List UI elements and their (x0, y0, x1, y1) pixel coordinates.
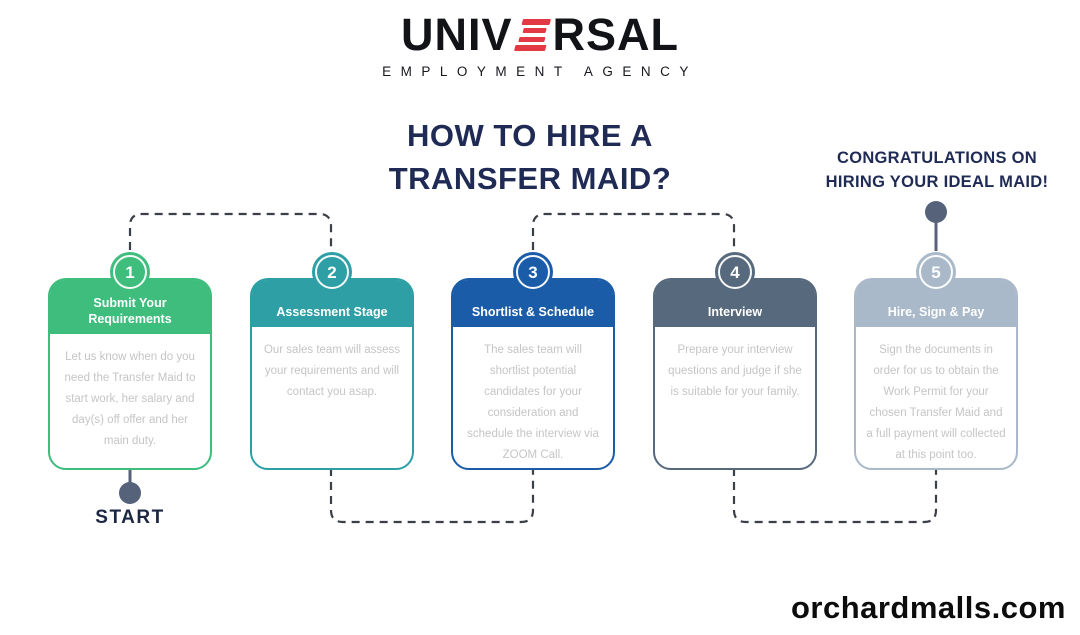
page-title-line2: TRANSFER MAID? (388, 161, 672, 196)
congratulations-line2: HIRING YOUR IDEAL MAID! (825, 173, 1049, 191)
step-card-interview: 4 Interview Prepare your interview quest… (653, 252, 817, 470)
step-number-badge: 3 (513, 252, 553, 292)
step-number: 1 (125, 262, 135, 282)
congratulations-text: CONGRATULATIONS ON HIRING YOUR IDEAL MAI… (793, 146, 1080, 194)
congratulations-line1: CONGRATULATIONS ON (836, 149, 1038, 167)
step-number: 4 (730, 262, 740, 282)
start-dot-icon (119, 482, 141, 504)
step-card-description: Prepare your interview questions and jud… (668, 344, 802, 398)
step-card-assessment-stage: 2 Assessment Stage Our sales team will a… (250, 252, 414, 470)
congrats-dot-icon (925, 201, 947, 223)
step-number-badge: 5 (916, 252, 956, 292)
step-card-description: Sign the documents in order for us to ob… (866, 344, 1006, 461)
page-title-line1: HOW TO HIRE A (407, 118, 653, 153)
dashed-connector-step3-to-step4 (531, 212, 736, 250)
website-url: orchardmalls.com (790, 590, 1066, 625)
logo-red-e-stripes-icon (511, 17, 554, 53)
step-number-badge: 2 (312, 252, 352, 292)
brand-logo: UNIV RSAL EMPLOYMENT AGENCY (0, 12, 1080, 79)
step-card-description: Let us know when do you need the Transfe… (64, 351, 196, 447)
brand-logo-wordmark: UNIV RSAL (401, 12, 679, 57)
dashed-connector-step1-to-step2 (128, 212, 333, 250)
step-number-badge: 1 (110, 252, 150, 292)
step-number: 2 (327, 262, 337, 282)
step-card-description: Our sales team will assess your requirem… (263, 344, 401, 398)
step-card-shortlist-schedule: 3 Shortlist & Schedule The sales team wi… (451, 252, 615, 470)
logo-text-right: RSAL (552, 9, 679, 60)
start-label: START (95, 507, 165, 528)
logo-text-left: UNIV (400, 9, 513, 60)
step-number: 3 (528, 262, 538, 282)
step-card-hire-sign-pay: 5 Hire, Sign & Pay Sign the documents in… (854, 252, 1018, 470)
brand-logo-subtitle: EMPLOYMENT AGENCY (382, 64, 698, 79)
step-card-submit-requirements: 1 Submit Your Requirements Let us know w… (48, 252, 212, 470)
step-card-title: Submit Your Requirements (50, 280, 210, 334)
step-number: 5 (931, 262, 941, 282)
step-card-description: The sales team will shortlist potential … (467, 344, 599, 461)
page-title: HOW TO HIRE A TRANSFER MAID? (340, 114, 720, 200)
step-number-badge: 4 (715, 252, 755, 292)
